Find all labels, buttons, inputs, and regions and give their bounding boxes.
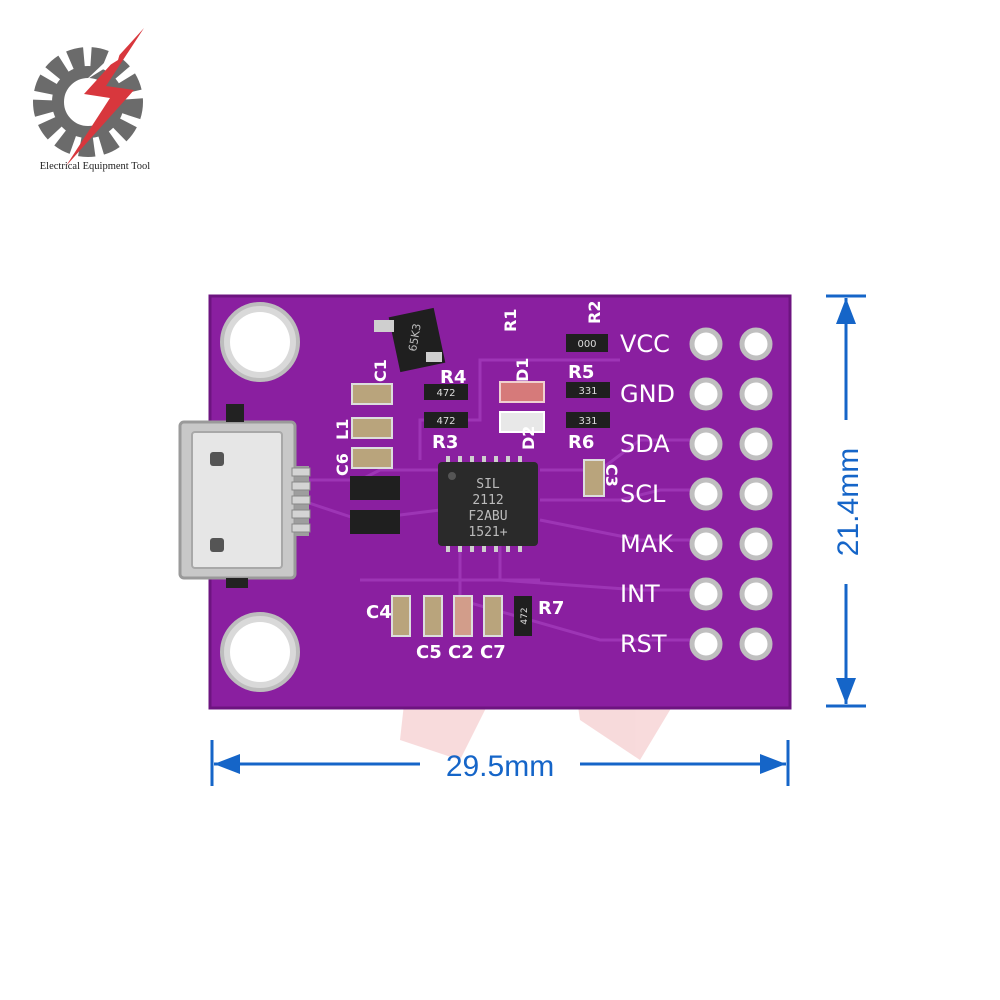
lightning-icon [66,28,144,166]
gear-lightning-logo-icon [33,28,144,166]
resistor-code: 472 [520,607,530,624]
micro-usb-connector [178,404,311,588]
label-c1: C1 [371,359,390,382]
label-r1: R1 [501,309,520,332]
label-l1: L1 [333,419,352,440]
resistor-code: 331 [578,386,597,397]
height-label: 21.4mm [832,448,865,556]
label-c6: C6 [333,453,352,476]
pin-label-int: INT [620,580,660,608]
silkscreen-labels: R1 R2 R4 R3 R5 R6 R7 C1 C2 C3 C4 C5 C6 C… [333,301,621,663]
smd-components: 472 472 000 331 331 472 [350,334,610,637]
pin-pad [739,377,773,411]
label-r7: R7 [538,598,564,619]
height-dimension [826,294,866,708]
pin-pad [739,627,773,661]
pin-label-rst: RST [620,630,667,658]
pin-header: VCC GND SDA SCL MAK INT RST [620,327,773,661]
pcb-board: SIL 2112 F2ABU 1521+ 65K3 [178,294,792,710]
pin-pad [689,527,723,561]
regulator-marking: 65K3 [406,322,424,352]
pin-pad [739,327,773,361]
label-c7: C7 [480,642,506,663]
pin-label-vcc: VCC [620,330,670,358]
pin-pad [689,427,723,461]
logo-text: Electrical Equipment Tool [39,161,151,172]
cp2112-chip: SIL 2112 F2ABU 1521+ [438,456,538,552]
chip-line-3: F2ABU [468,509,507,524]
label-r4: R4 [440,367,466,388]
label-c5: C5 [416,642,442,663]
pin-pad [739,427,773,461]
pin-pad [739,527,773,561]
width-label: 29.5mm [446,750,554,783]
resistor-code: 000 [577,339,596,350]
chip-line-2: 2112 [472,493,503,508]
resistor-code: 331 [578,416,597,427]
pin-pad [689,377,723,411]
resistor-code: 472 [436,388,455,399]
pin-pad [689,627,723,661]
chip-line-1: SIL [476,477,500,492]
pin-label-mak: MAK [620,530,674,558]
label-r2: R2 [585,301,604,324]
pin-pad [689,327,723,361]
label-d2: D2 [519,426,538,450]
pin-pad [739,577,773,611]
pin-label-gnd: GND [620,380,675,408]
label-r3: R3 [432,432,458,453]
width-dimension [210,740,790,786]
pin-pad [739,477,773,511]
label-c2: C2 [448,642,474,663]
resistor-code: 472 [436,416,455,427]
pin-pad [689,577,723,611]
voltage-regulator: 65K3 [374,307,446,373]
chip-line-4: 1521+ [468,525,507,540]
label-c4: C4 [366,602,392,623]
pin-label-sda: SDA [620,430,670,458]
pin-pad [689,477,723,511]
label-c3: C3 [602,464,621,487]
label-r5: R5 [568,362,594,383]
label-r6: R6 [568,432,594,453]
label-d1: D1 [513,358,532,382]
pin-label-scl: SCL [620,480,666,508]
